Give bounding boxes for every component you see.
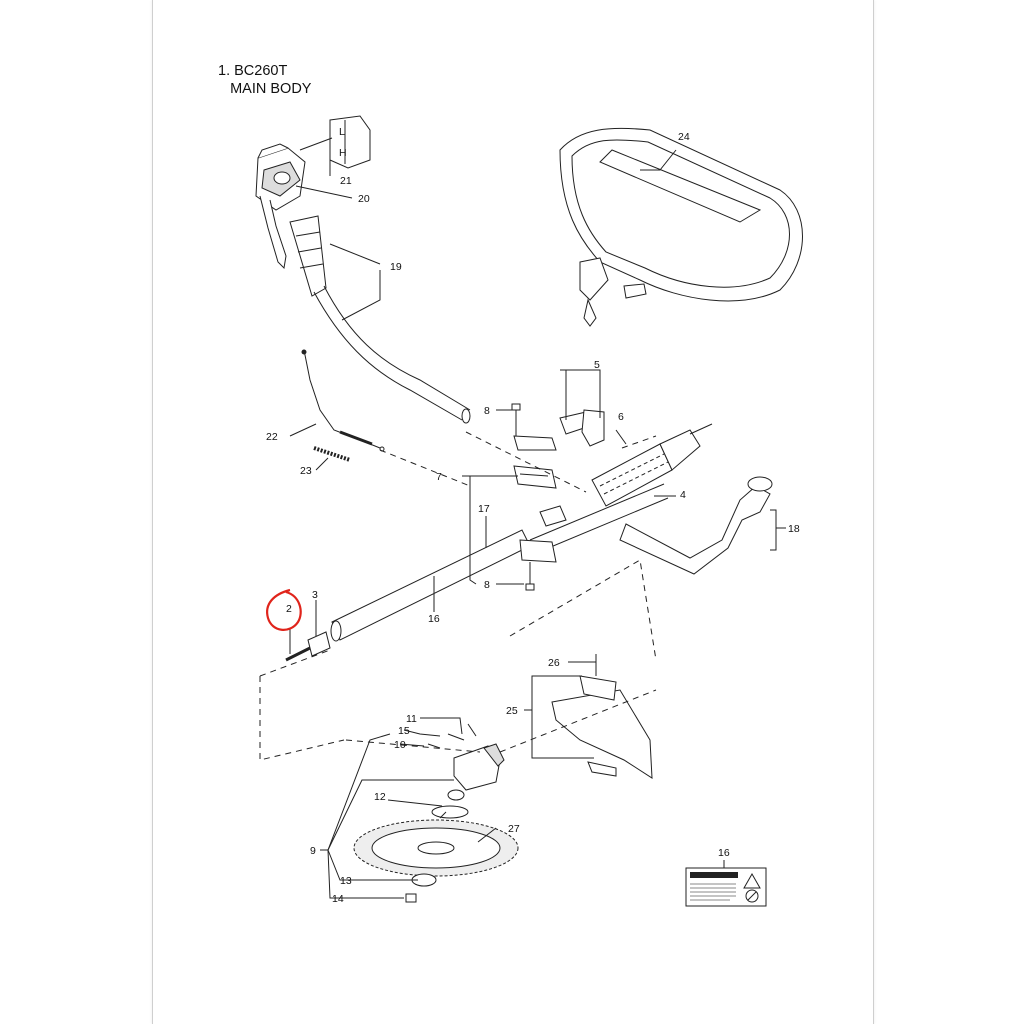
blade-guard <box>551 654 653 779</box>
part-label-16-warning: 16 <box>718 847 730 859</box>
part-label-5: 5 <box>594 359 600 371</box>
lever-position-box <box>299 115 371 169</box>
part-label-8-upper: 8 <box>484 405 490 417</box>
throttle-cable <box>301 349 385 452</box>
warning-label <box>685 867 767 907</box>
part-label-10: 10 <box>394 739 406 751</box>
handle-clamp-upper <box>511 403 557 489</box>
part-label-18: 18 <box>788 523 800 535</box>
alignment-lines <box>259 431 657 761</box>
part-label-13: 13 <box>340 875 352 887</box>
part-label-22: 22 <box>266 431 278 443</box>
part-label-15: 15 <box>398 725 410 737</box>
handle-clamp-lower <box>519 539 557 591</box>
part-label-25: 25 <box>506 705 518 717</box>
part-label-23: 23 <box>300 465 312 477</box>
leader-lines <box>289 149 786 899</box>
part-label-8-lower: 8 <box>484 579 490 591</box>
lever-letter-h: H <box>339 147 347 159</box>
loop-handle-grip <box>289 215 471 424</box>
cable-spring <box>313 446 351 462</box>
part-label-16-shaft: 16 <box>428 613 440 625</box>
part-label-3: 3 <box>312 589 318 601</box>
rear-throttle-grip <box>591 423 713 507</box>
drive-shaft-parts <box>285 631 331 662</box>
part-label-20: 20 <box>358 193 370 205</box>
part-label-9: 9 <box>310 845 316 857</box>
diagram-title: 1. BC260T MAIN BODY <box>218 62 311 98</box>
shaft-clamp <box>559 409 627 447</box>
throttle-housing <box>255 143 306 270</box>
part-label-4: 4 <box>680 489 686 501</box>
part-label-7: 7 <box>436 471 442 483</box>
highlight-circle <box>266 588 302 631</box>
lever-letter-l: L <box>339 126 345 138</box>
handle-bar <box>619 476 773 575</box>
part-label-24: 24 <box>678 131 690 143</box>
section-name: MAIN BODY <box>218 81 312 97</box>
part-label-2: 2 <box>286 603 292 615</box>
part-label-6: 6 <box>618 411 624 423</box>
shoulder-harness <box>559 127 803 327</box>
gear-case <box>427 723 505 801</box>
model-name: 1. BC260T <box>218 63 288 79</box>
blade-holder <box>431 805 469 819</box>
part-label-27: 27 <box>508 823 520 835</box>
part-label-19: 19 <box>390 261 402 273</box>
part-label-21: 21 <box>340 175 352 187</box>
saw-blade <box>353 819 519 877</box>
part-label-11: 11 <box>406 713 417 725</box>
main-shaft-tube <box>330 483 669 642</box>
blade-nut <box>405 893 417 903</box>
part-label-12: 12 <box>374 791 386 803</box>
part-label-14: 14 <box>332 893 344 905</box>
part-label-17: 17 <box>478 503 490 515</box>
part-label-26: 26 <box>548 657 560 669</box>
